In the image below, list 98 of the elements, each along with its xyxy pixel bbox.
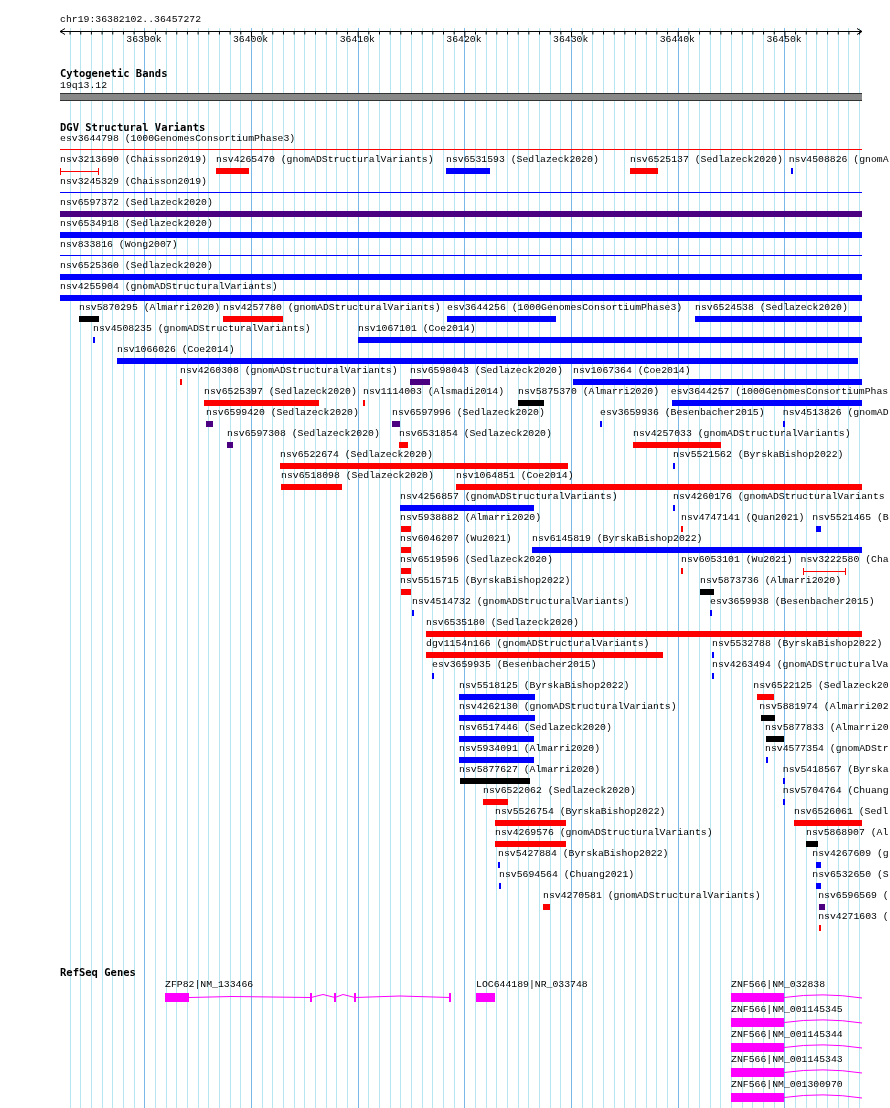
variant-label: nsv6597372 (Sedlazeck2020) xyxy=(60,197,213,209)
variant-label: nsv4255904 (gnomADStructuralVariants) xyxy=(60,281,278,293)
tick-label: 36390k xyxy=(126,34,162,46)
variant-label: nsv5877833 (Almarri20 xyxy=(765,722,889,734)
variant-label: esv3644798 (1000GenomesConsortiumPhase3) xyxy=(60,133,296,145)
variant-label: nsv4263494 (gnomADStructuralVa xyxy=(712,659,889,671)
variant-label: nsv5934091 (Almarri2020) xyxy=(459,743,601,755)
variant-label: nsv4269576 (gnomADStructuralVariants) xyxy=(495,827,713,839)
variant-label: nsv5868907 (Al xyxy=(806,827,889,839)
variant-label: nsv1064851 (Coe2014) xyxy=(456,470,574,482)
variant-label: nsv4508826 (gnomA xyxy=(788,154,889,166)
variant-label: nsv6525397 (Sedlazeck2020) xyxy=(204,386,357,398)
variant-label: nsv6532650 (S xyxy=(812,869,889,881)
tick-label: 36400k xyxy=(232,34,269,46)
variant-label: nsv6522674 (Sedlazeck2020) xyxy=(280,449,433,461)
variant-label: nsv1067101 (Coe2014) xyxy=(358,323,476,335)
variant-label: nsv5704764 (Chuang xyxy=(782,785,889,797)
locus-label: chr19:36382102..36457272 xyxy=(60,14,202,26)
variant-label: nsv4257780 (gnomADStructuralVariants) xyxy=(223,302,441,314)
tick-label: 36410k xyxy=(339,34,375,46)
variant-label: nsv6524538 (Sedlazeck2020) xyxy=(695,302,848,314)
variant-label: esv3659935 (Besenbacher2015) xyxy=(432,659,597,671)
tick-label: 36440k xyxy=(659,34,695,46)
variant-label: nsv6531854 (Sedlazeck2020) xyxy=(399,428,552,440)
tick-label: 36420k xyxy=(446,34,482,46)
variant-label: nsv5418567 (Byrska xyxy=(782,764,889,776)
variant-label: nsv6534918 (Sedlazeck2020) xyxy=(60,218,213,230)
variant-label: nsv5427884 (ByrskaBishop2022) xyxy=(498,848,669,860)
variant-label: nsv6597996 (Sedlazeck2020) xyxy=(392,407,545,419)
variant-label: nsv5526754 (ByrskaBishop2022) xyxy=(495,806,666,818)
variant-label: nsv5938882 (Almarri2020) xyxy=(400,512,542,524)
variant-label: nsv4265470 (gnomADStructuralVariants) xyxy=(216,154,434,166)
gene-label: ZNF566|NM_032838 xyxy=(731,979,826,991)
tick-label: 36450k xyxy=(766,34,802,46)
variant-label: nsv4257033 (gnomADStructuralVariants) xyxy=(633,428,851,440)
track-title: RefSeq Genes xyxy=(60,966,136,978)
variant-label: nsv3222580 (Cha xyxy=(800,554,889,566)
variant-label: nsv4508235 (gnomADStructuralVariants) xyxy=(93,323,311,335)
variant-label: nsv6522125 (Sedlazeck20 xyxy=(753,680,889,692)
variant-label: nsv6535180 (Sedlazeck2020) xyxy=(426,617,579,629)
variant-label: nsv5694564 (Chuang2021) xyxy=(499,869,635,881)
variant-label: nsv6517446 (Sedlazeck2020) xyxy=(459,722,612,734)
gene-label: ZNF566|NM_001145343 xyxy=(731,1054,843,1066)
variant-label: nsv5521465 (B xyxy=(812,512,889,524)
variant-label: nsv6522062 (Sedlazeck2020) xyxy=(483,785,636,797)
variant-label: nsv6053101 (Wu2021) xyxy=(681,554,793,566)
variant-label: nsv5532788 (ByrskaBishop2022) xyxy=(712,638,883,650)
track-title: Cytogenetic Bands xyxy=(60,67,168,79)
variant-label: nsv4262130 (gnomADStructuralVariants) xyxy=(459,701,677,713)
variant-label: nsv4271603 ( xyxy=(818,911,889,923)
variant-label: nsv6518098 (Sedlazeck2020) xyxy=(281,470,434,482)
variant-label: nsv5521562 (ByrskaBishop2022) xyxy=(673,449,844,461)
variant-label: nsv5877627 (Almarri2020) xyxy=(459,764,601,776)
variant-label: nsv4260308 (gnomADStructuralVariants) xyxy=(180,365,398,377)
variant-label: nsv5515715 (ByrskaBishop2022) xyxy=(400,575,571,587)
variant-label: esv3659938 (Besenbacher2015) xyxy=(710,596,875,608)
variant-label: nsv5873736 (Almarri2020) xyxy=(700,575,842,587)
variant-label: nsv6526061 (Sedl xyxy=(794,806,889,818)
variant-label: nsv5518125 (ByrskaBishop2022) xyxy=(459,680,630,692)
variant-label: nsv3213690 (Chaisson2019) xyxy=(60,154,207,166)
variant-label: nsv6525137 (Sedlazeck2020) xyxy=(630,154,783,166)
variant-label: nsv4270581 (gnomADStructuralVariants) xyxy=(543,890,761,902)
variant-label: nsv4256857 (gnomADStructuralVariants) xyxy=(400,491,618,503)
variant-label: nsv1114003 (Alsmadi2014) xyxy=(363,386,505,398)
variant-label: nsv4514732 (gnomADStructuralVariants) xyxy=(412,596,630,608)
variant-label: nsv4267609 (g xyxy=(812,848,889,860)
variant-label: nsv6145819 (ByrskaBishop2022) xyxy=(532,533,703,545)
gene-label: ZNF566|NM_001300970 xyxy=(731,1079,843,1091)
variant-label: nsv4747141 (Quan2021) xyxy=(681,512,805,524)
variant-label: nsv4513826 (gnomAD xyxy=(782,407,889,419)
variant-label: esv3644257 (1000GenomesConsortiumPhas xyxy=(670,386,889,398)
variant-label: nsv5875370 (Almarri2020) xyxy=(518,386,660,398)
variant-label: nsv6597308 (Sedlazeck2020) xyxy=(227,428,380,440)
band-label: 19q13.12 xyxy=(60,80,108,92)
track-title: DGV Structural Variants xyxy=(60,121,206,133)
variant-label: nsv6531593 (Sedlazeck2020) xyxy=(446,154,599,166)
gene-label: ZFP82|NM_133466 xyxy=(165,979,254,991)
variant-label: dgv1154n166 (gnomADStructuralVariants) xyxy=(426,638,650,650)
variant-label: nsv6525360 (Sedlazeck2020) xyxy=(60,260,213,272)
variant-label: nsv5881974 (Almarri202 xyxy=(759,701,889,713)
gene-label: ZNF566|NM_001145344 xyxy=(731,1029,843,1041)
variant-label: nsv833816 (Wong2007) xyxy=(60,239,178,251)
variant-label: nsv6598043 (Sedlazeck2020) xyxy=(410,365,563,377)
gene-label: LOC644189|NR_033748 xyxy=(476,979,588,991)
variant-label: nsv3245329 (Chaisson2019) xyxy=(60,176,207,188)
variant-label: esv3644256 (1000GenomesConsortiumPhase3) xyxy=(447,302,683,314)
variant-label: nsv1067364 (Coe2014) xyxy=(573,365,691,377)
variant-label: nsv1066026 (Coe2014) xyxy=(117,344,235,356)
variant-label: nsv6519596 (Sedlazeck2020) xyxy=(400,554,553,566)
variant-label: nsv6046207 (Wu2021) xyxy=(400,533,512,545)
variant-label: nsv4577354 (gnomADStr xyxy=(765,743,889,755)
variant-label: nsv6599420 (Sedlazeck2020) xyxy=(206,407,359,419)
gene-label: ZNF566|NM_001145345 xyxy=(731,1004,843,1016)
variant-label: esv3659936 (Besenbacher2015) xyxy=(600,407,765,419)
variant-label: nsv6596569 ( xyxy=(818,890,889,902)
variant-label: nsv5870295 (Almarri2020) xyxy=(79,302,221,314)
tick-label: 36430k xyxy=(553,34,589,46)
variant-label: nsv4260176 (gnomADStructuralVariants xyxy=(673,491,885,503)
